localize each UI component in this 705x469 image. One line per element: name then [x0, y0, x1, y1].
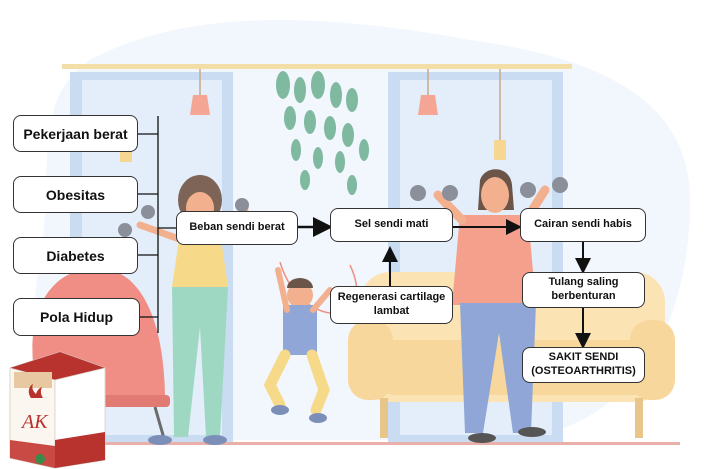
node-cairan-sendi-habis: Cairan sendi habis [520, 208, 646, 242]
hanging-plant [276, 71, 369, 195]
cause-diabetes: Diabetes [13, 237, 138, 274]
product-brand: AK [20, 411, 49, 433]
cause-label: Obesitas [45, 186, 106, 203]
node-label: Cairan sendi habis [534, 218, 632, 231]
cause-obesitas: Obesitas [13, 176, 138, 213]
node-label: Regenerasi cartilage lambat [337, 291, 446, 317]
floor-line [90, 442, 680, 445]
product-logo-icon [28, 384, 43, 398]
cause-label: Pekerjaan berat [23, 125, 128, 142]
node-label: Tulang saling berbenturan [548, 276, 619, 302]
cause-pola-hidup: Pola Hidup [13, 298, 140, 336]
cause-pekerjaan-berat: Pekerjaan berat [13, 115, 138, 152]
connectors [138, 116, 176, 333]
lamp-right [418, 95, 438, 115]
cause-label: Diabetes [46, 247, 105, 264]
node-label: Beban sendi berat [189, 221, 285, 234]
node-label: SAKIT SENDI (OSTEOARTHRITIS) [531, 351, 636, 377]
man-figure [410, 169, 568, 443]
halal-badge-icon [35, 454, 45, 464]
product-box: AK [9, 351, 106, 469]
curtain-rod [62, 64, 572, 69]
node-label: Sel sendi mati [354, 218, 429, 231]
lamp-small [494, 140, 506, 160]
node-regenerasi-cartilage: Regenerasi cartilage lambat [330, 286, 453, 324]
node-sel-sendi-mati: Sel sendi mati [330, 208, 453, 242]
child-figure [263, 261, 358, 423]
node-tulang-saling-berbenturan: Tulang saling berbenturan [522, 272, 645, 308]
arrows [298, 217, 591, 349]
node-beban-sendi-berat: Beban sendi berat [176, 211, 298, 245]
cause-label: Pola Hidup [39, 309, 114, 325]
lamp-left [190, 95, 210, 115]
node-sakit-sendi: SAKIT SENDI (OSTEOARTHRITIS) [522, 347, 645, 383]
